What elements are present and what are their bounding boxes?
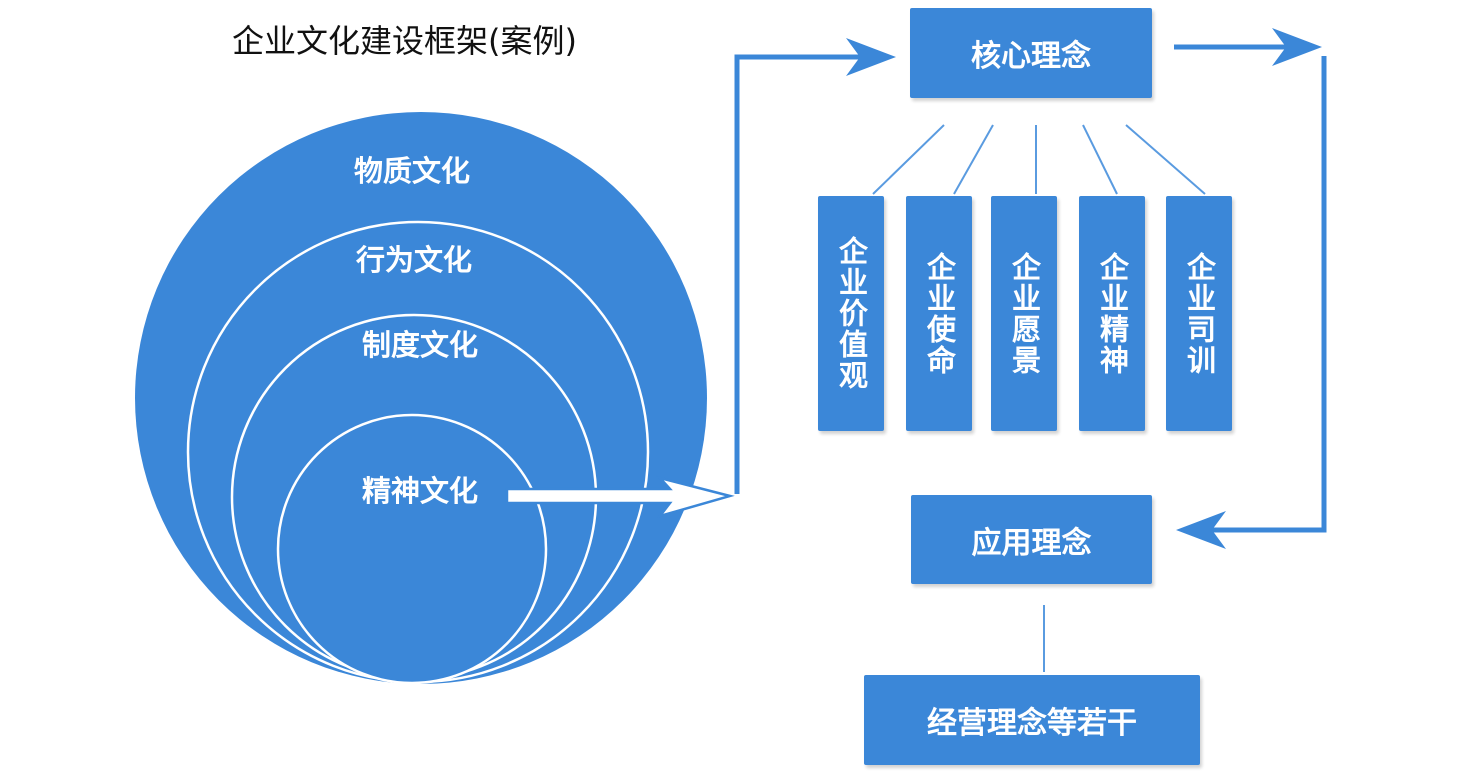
diagram-title: 企业文化建设框架(案例) bbox=[232, 22, 577, 60]
core-item-mission: 企业使命 bbox=[906, 196, 972, 431]
core-concept-box: 核心理念 bbox=[910, 8, 1152, 98]
arrowhead-to-application bbox=[1176, 511, 1226, 549]
core-item-spirit: 企业精神 bbox=[1079, 196, 1145, 431]
inner-circle-spiritual-culture bbox=[276, 413, 548, 685]
label-system-culture: 制度文化 bbox=[362, 328, 478, 362]
application-concept-box: 应用理念 bbox=[911, 495, 1152, 584]
fan-line-5 bbox=[1125, 124, 1206, 195]
connector-right-down bbox=[1210, 56, 1327, 533]
label-behavior-culture: 行为文化 bbox=[355, 243, 472, 277]
business-concept-box: 经营理念等若干 bbox=[864, 675, 1200, 765]
label-spiritual-culture: 精神文化 bbox=[362, 474, 478, 508]
core-item-motto: 企业司训 bbox=[1166, 196, 1232, 431]
fan-line-2 bbox=[953, 124, 994, 195]
arrowhead-right-top bbox=[1272, 28, 1322, 66]
fan-line-4 bbox=[1082, 124, 1118, 195]
label-material-culture: 物质文化 bbox=[354, 154, 470, 188]
fan-line-1 bbox=[872, 124, 945, 195]
core-item-value: 企业价值观 bbox=[818, 196, 884, 431]
core-item-vision: 企业愿景 bbox=[991, 196, 1057, 431]
arrowhead-to-core bbox=[846, 38, 896, 76]
connector-left-up bbox=[734, 54, 880, 494]
hollow-arrow bbox=[505, 475, 735, 519]
